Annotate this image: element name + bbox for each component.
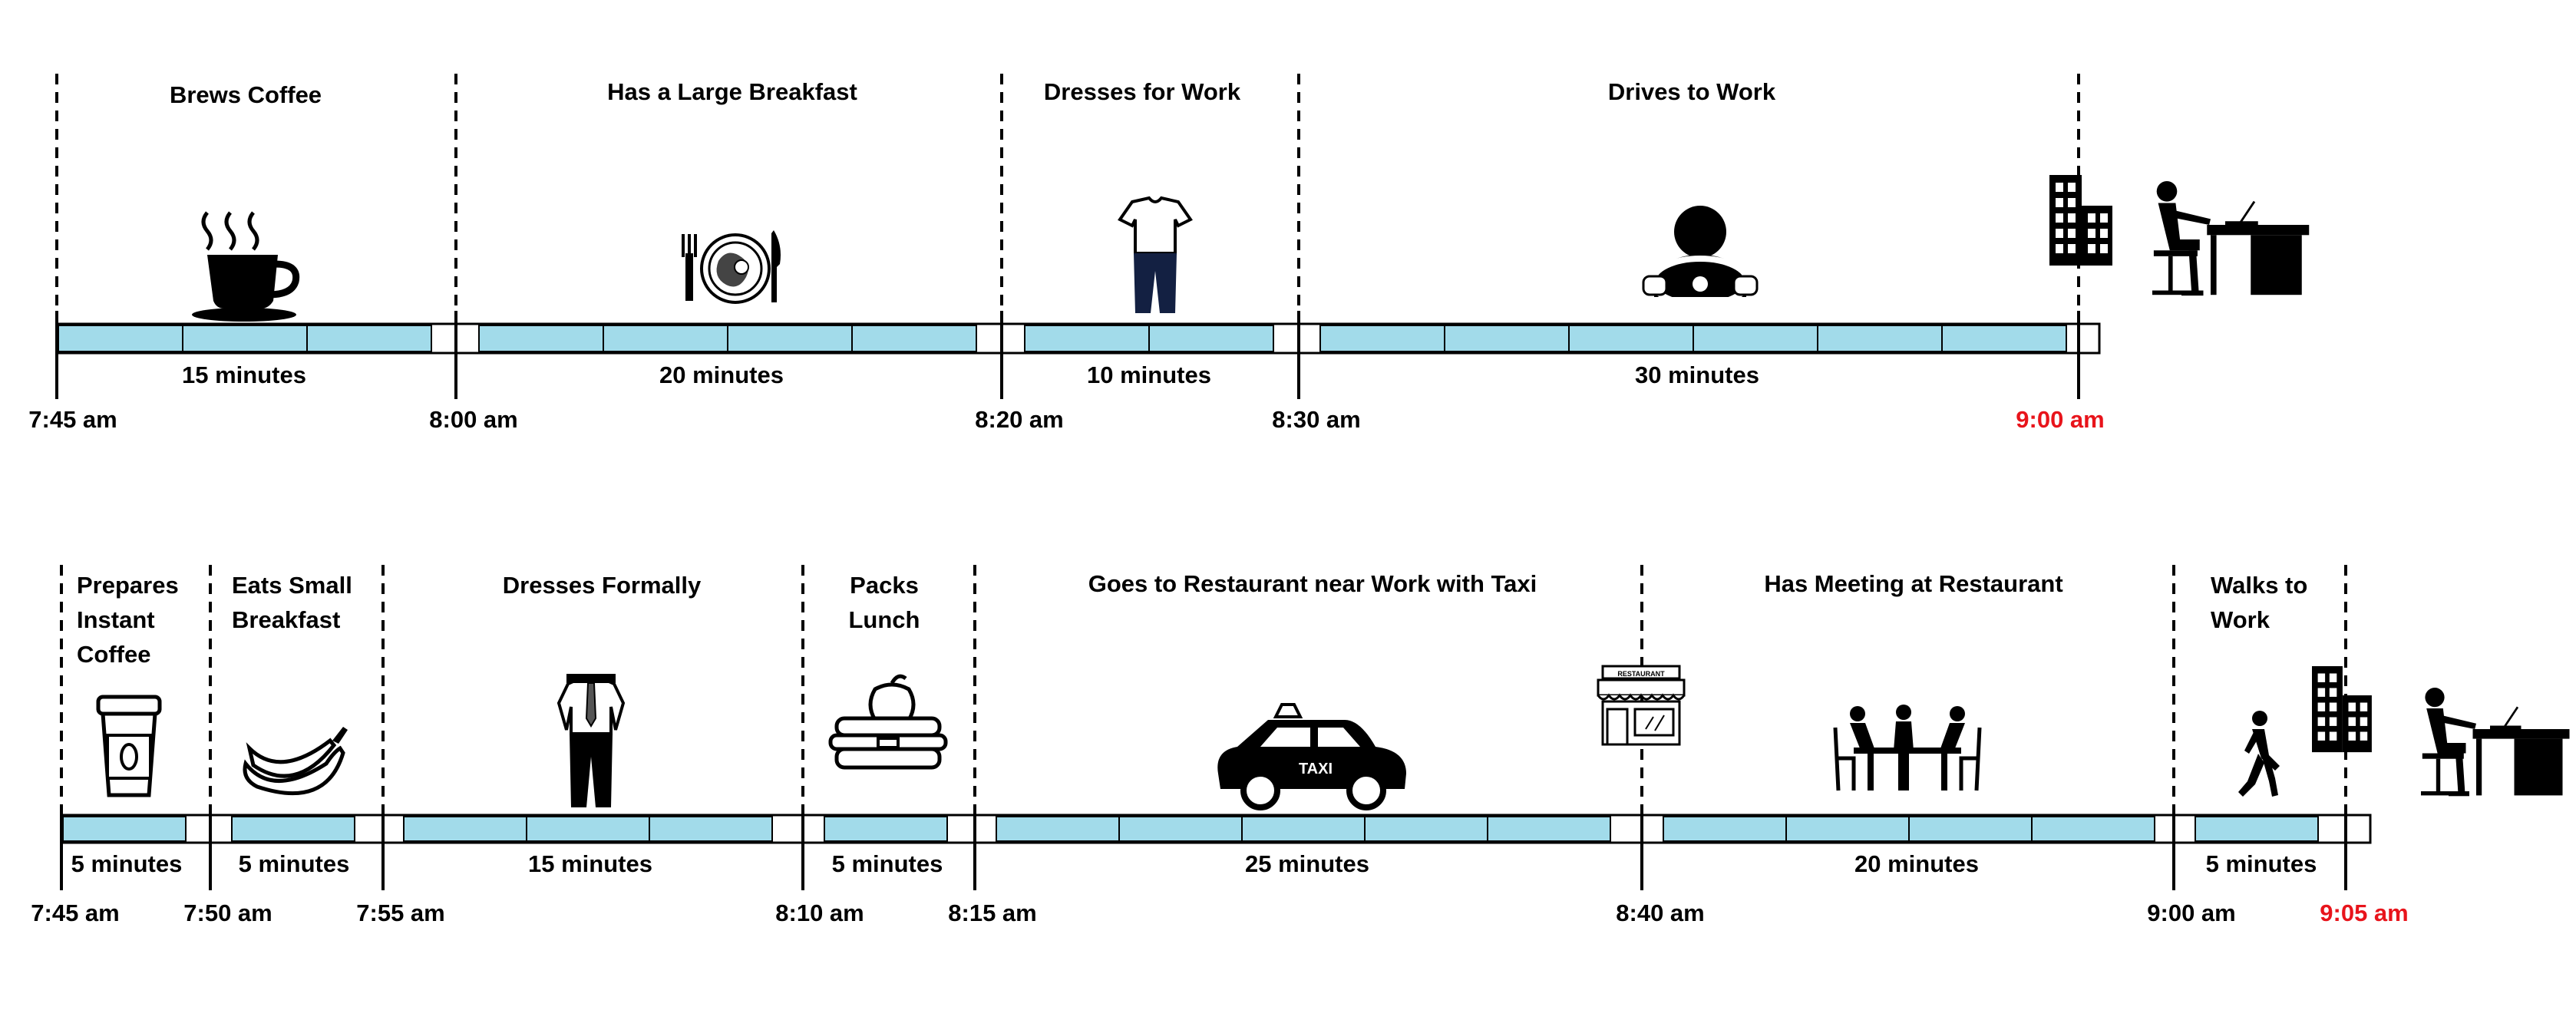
activity-label-dresses-for-work: Dresses for Work: [1044, 78, 1241, 105]
arrival-time-label: 9:00 am: [2016, 406, 2104, 433]
duration-block: [403, 816, 527, 842]
office-building-icon: [2049, 175, 2112, 266]
duration-packs-lunch: 5 minutes: [832, 850, 943, 877]
duration-brews-coffee: 15 minutes: [182, 361, 306, 388]
office-building-icon: [2312, 666, 2372, 753]
time-label: 9:00 am: [2147, 899, 2235, 926]
label-line: Packs: [850, 572, 919, 599]
duration-block: [526, 816, 650, 842]
time-label: 7:55 am: [356, 899, 444, 926]
activity-label-meeting-at-restaurant: Has Meeting at Restaurant: [1764, 570, 2062, 597]
duration-block: [603, 325, 728, 352]
restaurant-icon: RESTAURANT: [1597, 665, 1686, 746]
duration-block: [62, 816, 187, 842]
activity-label-taxi-to-restaurant: Goes to Restaurant near Work with Taxi: [1088, 570, 1537, 597]
duration-block: [1319, 325, 1445, 352]
time-label: 8:30 am: [1272, 406, 1360, 433]
label-line: Prepares: [77, 572, 179, 599]
lunchbox-icon: [828, 674, 948, 770]
formal-suit-icon: [556, 674, 626, 807]
activity-label-drives-to-work: Drives to Work: [1608, 78, 1776, 105]
time-label: 7:50 am: [183, 899, 272, 926]
top-timeline-dividers: [55, 74, 2080, 399]
duration-block: [1148, 325, 1274, 352]
duration-block: [1693, 325, 1818, 352]
duration-block: [996, 816, 1120, 842]
taxi-sign: TAXI: [1299, 761, 1333, 777]
coffee-cup-icon: [192, 211, 300, 322]
activity-label-large-breakfast: Has a Large Breakfast: [607, 78, 857, 105]
bananas-icon: [243, 727, 348, 796]
duration-block: [306, 325, 432, 352]
activity-label-dresses-formally: Dresses Formally: [503, 572, 702, 599]
time-label: 7:45 am: [31, 899, 119, 926]
label-line: Eats Small: [232, 572, 352, 599]
label-line: Instant: [77, 606, 155, 633]
bottom-timeline-dividers: [60, 565, 2347, 890]
duration-block: [478, 325, 604, 352]
duration-instant-coffee: 5 minutes: [71, 850, 183, 877]
breakfast-plate-icon: [682, 230, 781, 304]
meeting-icon: [1833, 705, 1982, 791]
duration-block: [824, 816, 948, 842]
duration-walk: 5 minutes: [2206, 850, 2317, 877]
label-line: Walks to: [2211, 572, 2307, 599]
taxi-icon: TAXI: [1217, 703, 1406, 810]
activity-label-prepares-instant-coffee: Prepares Instant Coffee: [77, 572, 179, 668]
label-line: Breakfast: [232, 606, 340, 633]
duration-drives-to-work: 30 minutes: [1635, 361, 1759, 388]
time-label: 8:40 am: [1616, 899, 1704, 926]
casual-clothes-icon: [1118, 196, 1193, 313]
duration-block: [1487, 816, 1611, 842]
duration-large-breakfast: 20 minutes: [659, 361, 784, 388]
duration-block: [231, 816, 355, 842]
duration-block: [1663, 816, 1787, 842]
time-label: 8:20 am: [975, 406, 1063, 433]
person-at-desk-icon: [2151, 180, 2310, 297]
time-label: 8:15 am: [948, 899, 1036, 926]
duration-block: [182, 325, 308, 352]
duration-dresses-for-work: 10 minutes: [1087, 361, 1211, 388]
duration-block: [851, 325, 977, 352]
activity-label-eats-small-breakfast: Eats Small Breakfast: [232, 572, 352, 633]
label-line: Lunch: [849, 606, 920, 633]
duration-block: [1568, 325, 1694, 352]
duration-block: [1118, 816, 1243, 842]
duration-block: [727, 325, 853, 352]
duration-block: [1785, 816, 1910, 842]
time-label: 7:45 am: [28, 406, 117, 433]
duration-block: [1024, 325, 1150, 352]
duration-taxi: 25 minutes: [1245, 850, 1369, 877]
duration-block: [649, 816, 773, 842]
duration-block: [1908, 816, 2033, 842]
duration-dresses-formally: 15 minutes: [528, 850, 652, 877]
duration-meeting: 20 minutes: [1854, 850, 1979, 877]
person-at-desk-icon: [2419, 686, 2571, 797]
activity-label-packs-lunch: Packs Lunch: [849, 572, 920, 633]
duration-block: [58, 325, 183, 352]
duration-block: [2031, 816, 2155, 842]
takeaway-coffee-icon: [96, 695, 162, 797]
time-label: 8:00 am: [429, 406, 517, 433]
duration-block: [1241, 816, 1366, 842]
activity-label-brews-coffee: Brews Coffee: [170, 81, 322, 108]
label-line: Coffee: [77, 641, 150, 668]
time-label: 8:10 am: [775, 899, 864, 926]
duration-block: [1817, 325, 1943, 352]
arrival-time-label: 9:05 am: [2320, 899, 2408, 926]
activity-label-walks-to-work: Walks to Work: [2211, 572, 2307, 633]
duration-block: [1364, 816, 1488, 842]
duration-block: [2195, 816, 2319, 842]
duration-block: [1444, 325, 1570, 352]
restaurant-sign: RESTAURANT: [1617, 670, 1665, 678]
duration-small-breakfast: 5 minutes: [239, 850, 350, 877]
walking-person-icon: [2238, 711, 2280, 797]
driver-icon: [1642, 206, 1759, 308]
top-timeline-bar: [55, 322, 2101, 355]
duration-block: [1941, 325, 2067, 352]
bottom-timeline-bar: [60, 814, 2372, 844]
label-line: Work: [2211, 606, 2271, 633]
